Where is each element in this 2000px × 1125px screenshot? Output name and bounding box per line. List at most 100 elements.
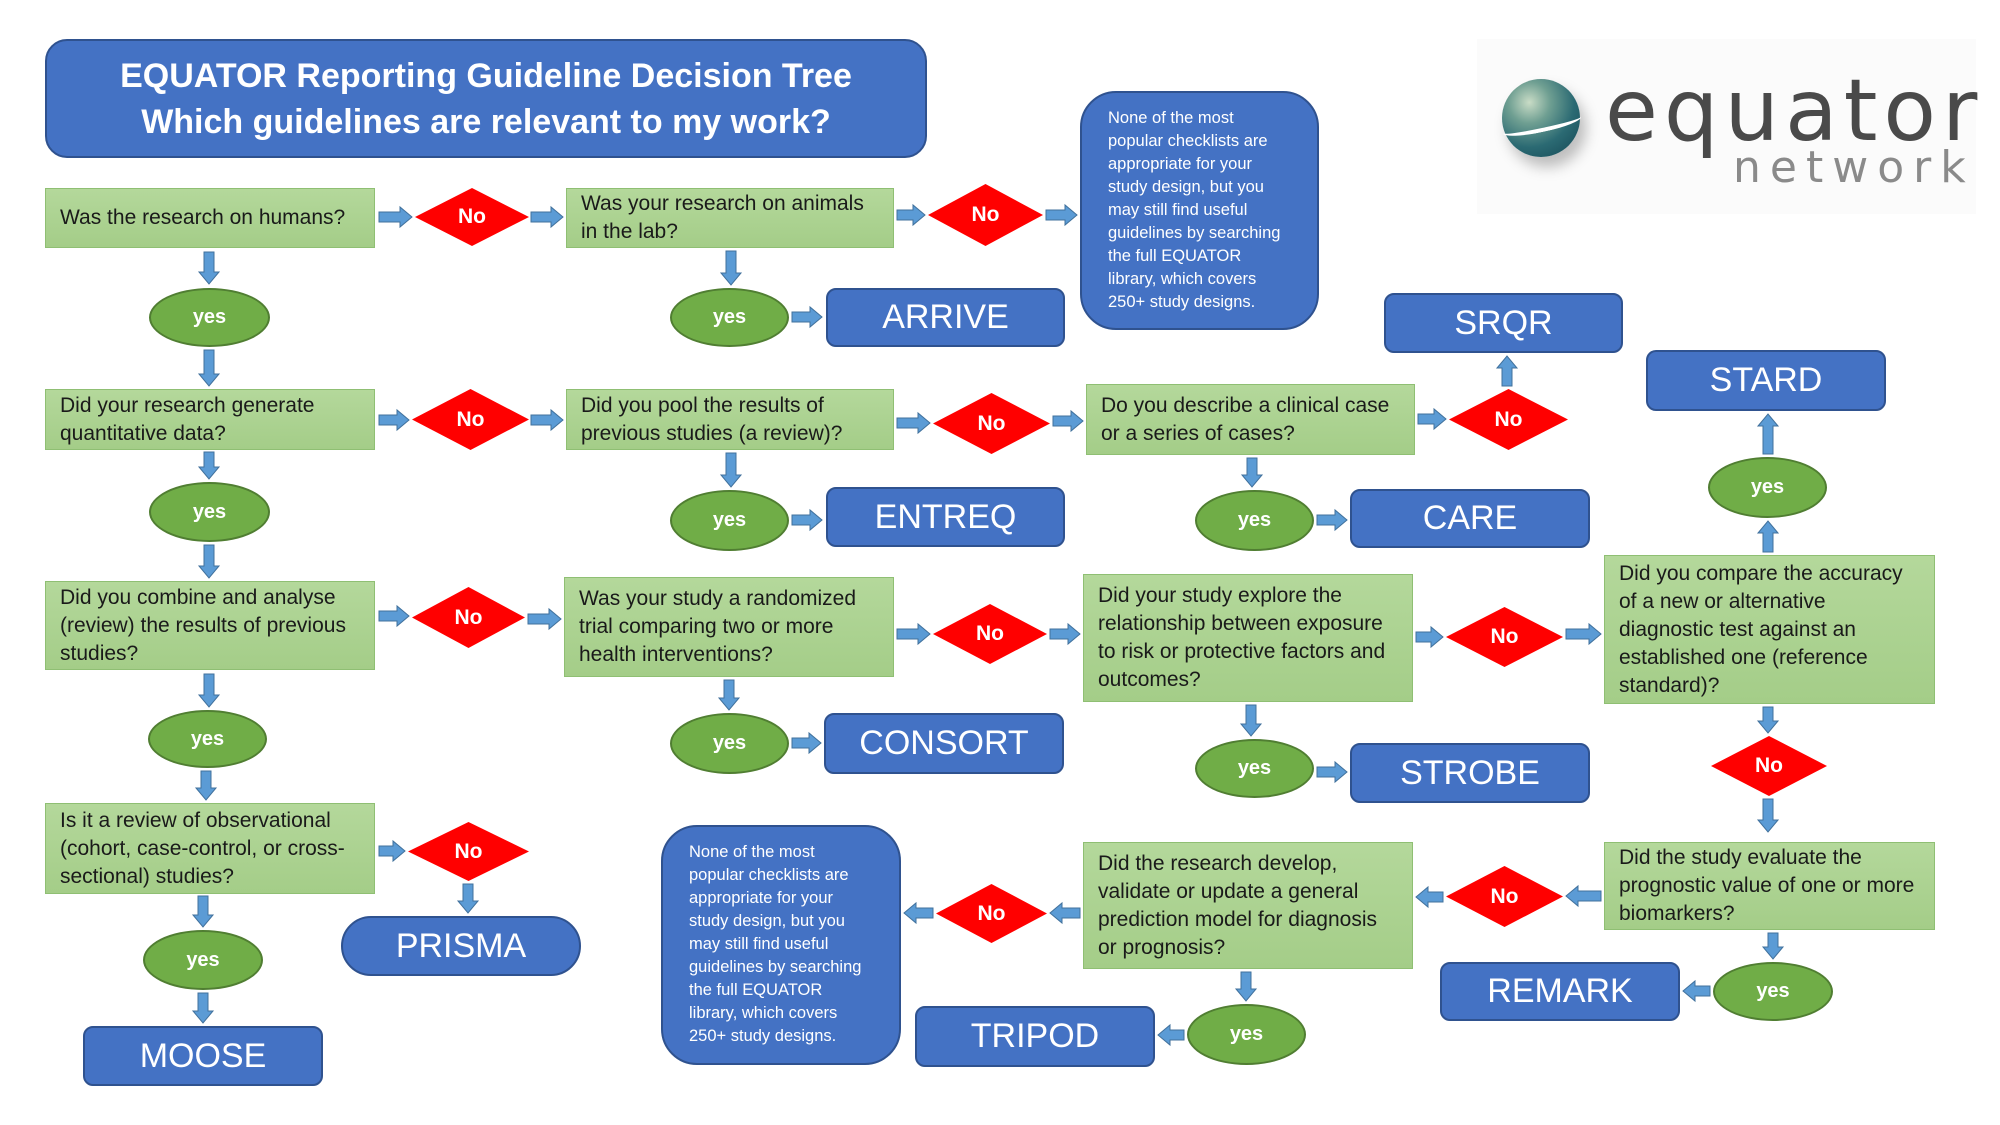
guideline-remark[interactable]: REMARK bbox=[1440, 962, 1680, 1021]
globe-icon bbox=[1502, 79, 1580, 157]
arrow-yes-to-remark bbox=[1682, 979, 1711, 1003]
arrow-no-to-prediction bbox=[1415, 885, 1444, 909]
yes-label: yes bbox=[1237, 509, 1272, 531]
yes-label: yes bbox=[192, 306, 227, 328]
arrow-yes-to-consort bbox=[791, 731, 822, 755]
question-humans-text: Was the research on humans? bbox=[60, 206, 346, 229]
question-quantitative[interactable]: Did your research generate quantitative … bbox=[45, 389, 375, 450]
yes-oval-prediction: yes bbox=[1187, 1004, 1306, 1065]
guideline-moose-label: MOOSE bbox=[139, 1036, 267, 1075]
guideline-entreq-label: ENTREQ bbox=[874, 497, 1017, 536]
arrow-yes-to-quantitative bbox=[197, 349, 221, 387]
no-label: No bbox=[456, 407, 485, 431]
question-animals-text: Was your research on animals in the lab? bbox=[581, 192, 864, 243]
arrow-diagnostic-to-no bbox=[1756, 706, 1780, 734]
no-diamond-randomized: No bbox=[933, 604, 1047, 664]
question-humans[interactable]: Was the research on humans? bbox=[45, 188, 375, 248]
no-diamond-humans: No bbox=[415, 188, 529, 246]
no-label: No bbox=[971, 203, 1000, 226]
yes-label: yes bbox=[712, 509, 747, 531]
no-label: No bbox=[1490, 884, 1519, 908]
arrow-animals-to-no bbox=[896, 203, 926, 227]
yes-label: yes bbox=[186, 948, 220, 971]
guideline-tripod-label: TRIPOD bbox=[970, 1017, 1100, 1055]
no-diamond-observational: No bbox=[408, 822, 529, 881]
info-box-text: None of the most popular checklists are … bbox=[689, 843, 862, 1045]
arrow-yes-to-care bbox=[1316, 508, 1348, 532]
arrow-quantitative-to-no bbox=[378, 408, 410, 432]
arrow-biomarkers-to-no bbox=[1565, 884, 1602, 908]
arrow-animals-to-yes bbox=[719, 250, 743, 286]
arrow-yes-to-observational bbox=[194, 770, 218, 801]
yes-label: yes bbox=[190, 727, 225, 750]
arrow-randomized-to-yes bbox=[717, 679, 741, 711]
arrow-exposure-to-yes bbox=[1239, 704, 1263, 737]
yes-label: yes bbox=[1237, 757, 1272, 779]
guideline-srqr[interactable]: SRQR bbox=[1384, 293, 1623, 353]
guideline-consort[interactable]: CONSORT bbox=[824, 713, 1064, 774]
arrow-pool-to-yes bbox=[719, 452, 743, 488]
guideline-arrive-label: ARRIVE bbox=[882, 298, 1009, 336]
guideline-care[interactable]: CARE bbox=[1350, 489, 1590, 548]
question-combine-text: Did you combine and analyse (review) the… bbox=[60, 585, 346, 665]
question-exposure[interactable]: Did your study explore the relationship … bbox=[1083, 574, 1413, 702]
no-diamond-clinical-case: No bbox=[1449, 389, 1568, 450]
yes-oval-animals: yes bbox=[670, 288, 789, 347]
question-clinical-case[interactable]: Do you describe a clinical case or a ser… bbox=[1086, 384, 1415, 455]
guideline-strobe[interactable]: STROBE bbox=[1350, 743, 1590, 803]
no-diamond-diagnostic: No bbox=[1711, 736, 1827, 796]
yes-oval-clinical-case: yes bbox=[1195, 490, 1314, 551]
guideline-arrive[interactable]: ARRIVE bbox=[826, 288, 1065, 347]
question-combine[interactable]: Did you combine and analyse (review) the… bbox=[45, 581, 375, 670]
question-pool[interactable]: Did you pool the results of previous stu… bbox=[566, 389, 894, 450]
arrow-diagnostic-to-yes bbox=[1756, 520, 1780, 553]
question-observational-review[interactable]: Is it a review of observational (cohort,… bbox=[45, 803, 375, 894]
yes-oval-combine: yes bbox=[148, 710, 267, 768]
guideline-entreq[interactable]: ENTREQ bbox=[826, 487, 1065, 547]
arrow-yes-to-arrive bbox=[791, 305, 823, 329]
question-animals[interactable]: Was your research on animals in the lab? bbox=[566, 188, 894, 248]
question-prediction-model[interactable]: Did the research develop, validate or up… bbox=[1083, 842, 1413, 969]
arrow-yes-to-stard bbox=[1756, 413, 1780, 455]
title-line-1: EQUATOR Reporting Guideline Decision Tre… bbox=[120, 56, 852, 95]
arrow-no-to-exposure bbox=[1049, 622, 1081, 646]
no-diamond-exposure: No bbox=[1446, 607, 1563, 667]
question-randomized[interactable]: Was your study a randomized trial compar… bbox=[564, 577, 894, 677]
guideline-consort-label: CONSORT bbox=[859, 724, 1029, 762]
no-diamond-biomarkers: No bbox=[1446, 866, 1563, 927]
question-observational-review-text: Is it a review of observational (cohort,… bbox=[60, 808, 345, 888]
yes-label: yes bbox=[1229, 1023, 1264, 1045]
no-diamond-quantitative: No bbox=[412, 389, 529, 450]
logo-word-equator: equator bbox=[1605, 61, 1984, 161]
guideline-stard-label: STARD bbox=[1709, 361, 1823, 399]
question-biomarkers[interactable]: Did the study evaluate the prognostic va… bbox=[1604, 842, 1935, 930]
guideline-prisma[interactable]: PRISMA bbox=[341, 916, 581, 976]
no-label: No bbox=[1755, 754, 1783, 777]
arrow-no-to-info-bottom bbox=[903, 901, 934, 925]
arrow-clinical-to-yes bbox=[1240, 457, 1264, 488]
equator-network-logo: equator network bbox=[1477, 39, 1977, 214]
yes-oval-observational: yes bbox=[143, 930, 263, 990]
question-randomized-text: Was your study a randomized trial compar… bbox=[579, 587, 857, 666]
arrow-yes-to-combine bbox=[197, 544, 221, 579]
question-clinical-case-text: Do you describe a clinical case or a ser… bbox=[1101, 393, 1390, 445]
no-label: No bbox=[454, 605, 483, 629]
arrow-no-to-biomarkers bbox=[1756, 798, 1780, 833]
guideline-stard[interactable]: STARD bbox=[1646, 350, 1886, 411]
guideline-strobe-label: STROBE bbox=[1400, 753, 1540, 792]
arrow-yes-to-tripod bbox=[1157, 1023, 1185, 1047]
arrow-humans-to-no bbox=[378, 205, 413, 229]
guideline-tripod[interactable]: TRIPOD bbox=[915, 1006, 1155, 1067]
yes-label: yes bbox=[1750, 476, 1785, 498]
arrow-pool-to-no bbox=[896, 411, 931, 435]
yes-label: yes bbox=[1756, 980, 1790, 1002]
no-label: No bbox=[1494, 407, 1523, 431]
info-box-no-checklist-bottom: None of the most popular checklists are … bbox=[661, 825, 901, 1065]
guideline-care-label: CARE bbox=[1422, 499, 1518, 537]
question-diagnostic[interactable]: Did you compare the accuracy of a new or… bbox=[1604, 555, 1935, 704]
arrow-yes-to-entreq bbox=[791, 508, 823, 532]
question-quantitative-text: Did your research generate quantitative … bbox=[60, 393, 315, 445]
guideline-moose[interactable]: MOOSE bbox=[83, 1026, 323, 1086]
no-label: No bbox=[977, 901, 1006, 925]
question-biomarkers-text: Did the study evaluate the prognostic va… bbox=[1619, 846, 1915, 925]
